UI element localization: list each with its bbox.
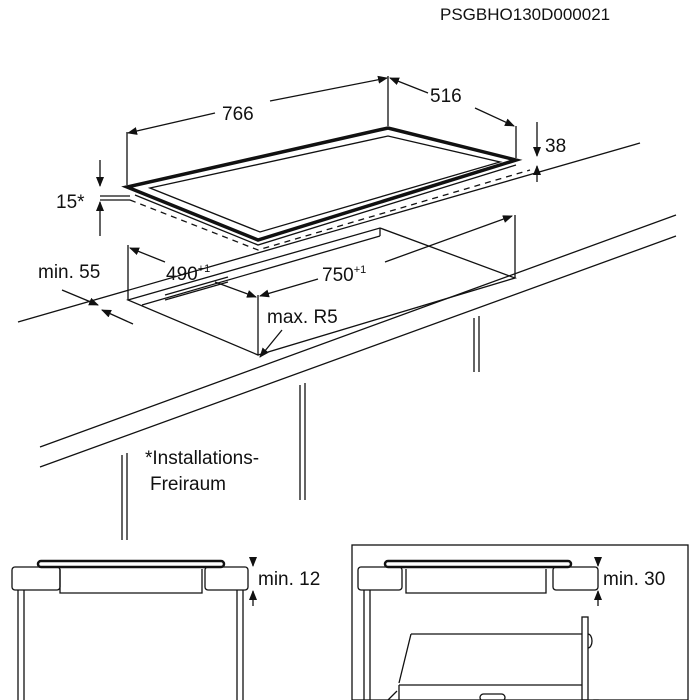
dimension-lines	[96, 75, 541, 236]
note-line2: Freiraum	[150, 474, 226, 495]
clearance-label: 15*	[56, 192, 85, 213]
detail-left	[11, 557, 257, 700]
cutout-width-label: 750+1	[322, 264, 366, 286]
note-line1: *Installations-	[145, 448, 259, 469]
min-30-label: min. 30	[603, 569, 665, 590]
height-label: 38	[545, 136, 566, 157]
min-12-label: min. 12	[258, 569, 320, 590]
countertop	[17, 142, 677, 540]
radius-label: max. R5	[267, 307, 338, 328]
depth-label: 516	[430, 86, 462, 107]
cutout-depth-label: 490+1	[166, 263, 210, 285]
width-label: 766	[222, 104, 254, 125]
min-front-label: min. 55	[38, 262, 100, 283]
hob	[121, 126, 531, 251]
document-code: PSGBHO130D000021	[440, 5, 610, 24]
detail-right	[351, 544, 689, 700]
